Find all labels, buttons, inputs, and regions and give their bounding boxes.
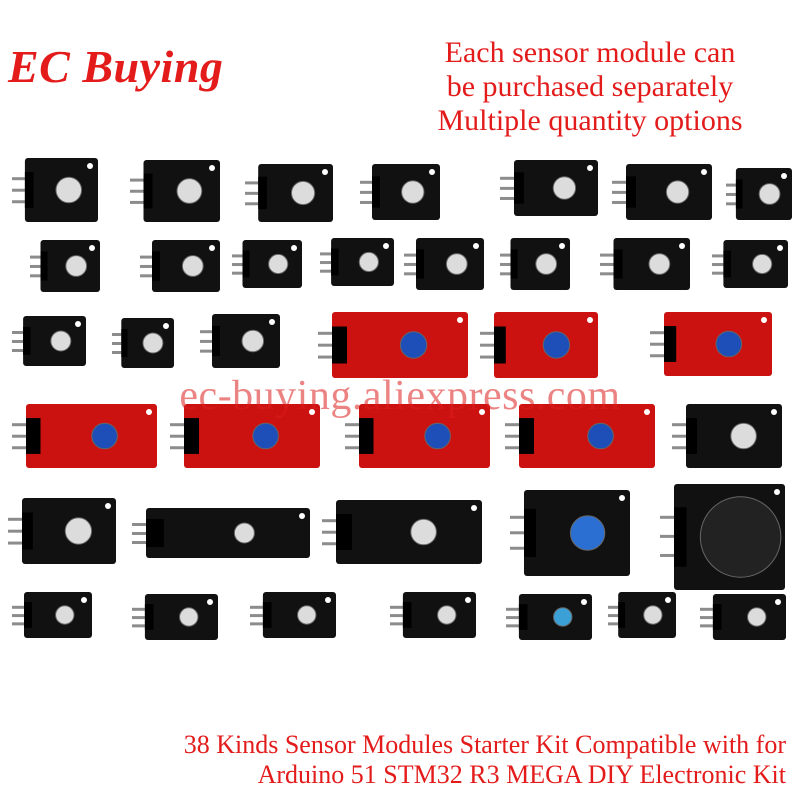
rotary-encoder-module-2 (8, 498, 116, 564)
buzzer-module (232, 240, 302, 288)
big-sound-module (318, 312, 468, 378)
passive-buzzer-module (608, 592, 676, 638)
product-caption: 38 Kinds Sensor Modules Starter Kit Comp… (184, 730, 786, 790)
light-blocking-module (500, 238, 570, 290)
digital-temperature-module (700, 594, 786, 640)
flame-module (505, 404, 655, 468)
thermistor-module (650, 312, 772, 376)
joystick-module (660, 484, 785, 590)
temperature-module (112, 318, 174, 368)
caption-line-1: 38 Kinds Sensor Modules Starter Kit Comp… (183, 730, 786, 759)
7-color-flash-module (140, 240, 220, 292)
photoresistor-module (132, 594, 218, 640)
button-module (726, 168, 792, 220)
smd-rgb-module (245, 164, 333, 222)
laser-module (12, 592, 92, 638)
dual-color-led-module (130, 160, 220, 222)
dht11-module (506, 594, 592, 640)
obstacle-avoidance-module (322, 500, 482, 564)
note-line-1: Each sensor module can (444, 36, 736, 69)
tracking-sensor-module (132, 508, 310, 558)
note-line-3: Multiple quantity options (437, 104, 743, 137)
ir-emitter-module (600, 238, 690, 290)
photo-interrupter-module (12, 316, 87, 366)
note-line-2: be purchased separately (446, 70, 734, 103)
heartbeat-module (390, 592, 476, 638)
led-module (250, 592, 336, 638)
magic-cup-module (404, 238, 484, 290)
rgb-led-module (12, 158, 98, 222)
tilt-switch-module (320, 238, 394, 286)
hall-sensor-module (30, 240, 100, 292)
rotary-encoder-module (672, 404, 782, 468)
purchase-note: Each sensor module can be purchased sepa… (410, 36, 770, 138)
relay-module (510, 490, 630, 576)
sound-module (480, 312, 598, 378)
two-color-led-module (360, 164, 440, 220)
ir-receiver-module (712, 240, 788, 288)
mercury-switch-module (500, 160, 598, 216)
reed-switch-module (612, 164, 712, 220)
brand-logo: EC Buying (8, 41, 224, 92)
tracking-module (200, 314, 280, 368)
reed-module (12, 404, 157, 468)
watermark: ec-buying.aliexpress.com (179, 373, 621, 419)
caption-line-2: Arduino 51 STM32 R3 MEGA DIY Electronic … (257, 760, 786, 789)
hall-magnetic-module (170, 404, 320, 468)
touch-module (345, 404, 490, 468)
